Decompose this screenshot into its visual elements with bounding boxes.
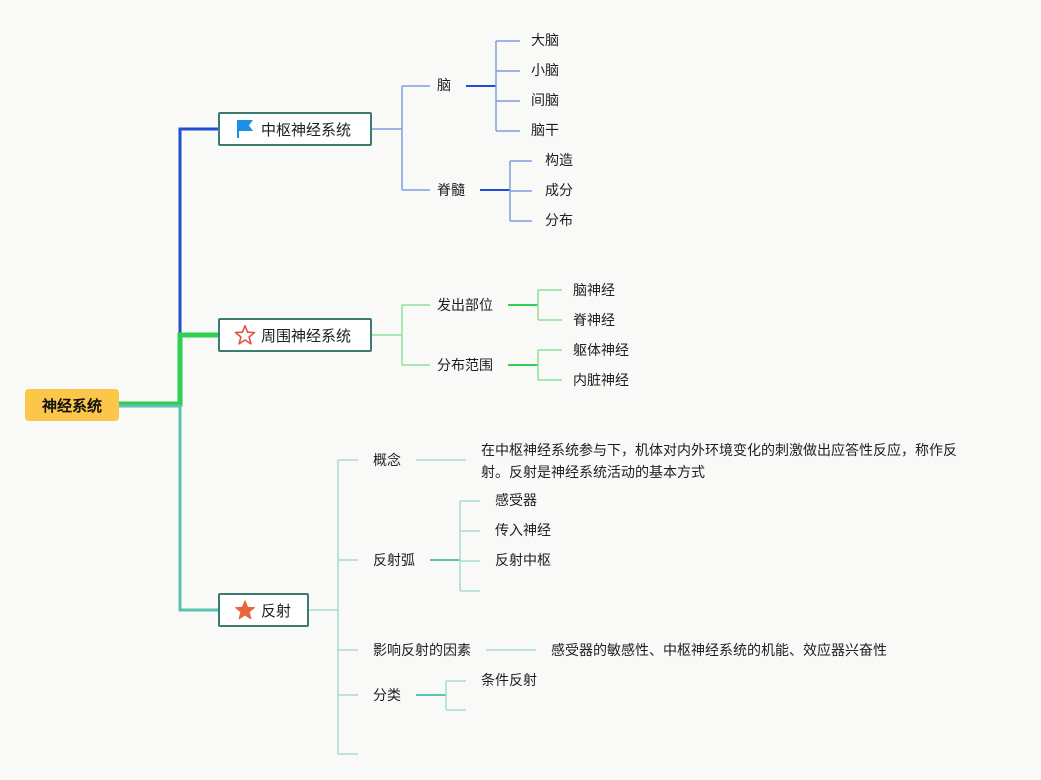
category-node[interactable]: 分类: [373, 688, 401, 704]
link-brain-children: [495, 40, 520, 132]
concept-node[interactable]: 概念: [373, 453, 401, 469]
peripheral-nervous-label: 周围神经系统: [261, 326, 352, 345]
brain-node[interactable]: 脑: [437, 78, 451, 94]
reflex-node[interactable]: 反射: [218, 593, 309, 627]
link-root-peripheral: [119, 332, 218, 407]
star-outline-icon: [234, 324, 256, 346]
concept-text[interactable]: 在中枢神经系统参与下，机体对内外环境变化的刺激做出应答性反应，称作反射。反射是神…: [481, 443, 957, 481]
link-category-children: [445, 680, 466, 711]
cerebellum-node[interactable]: 小脑: [531, 63, 559, 79]
flag-icon: [234, 118, 256, 140]
star-filled-icon: [234, 599, 256, 621]
link-range-children: [537, 349, 562, 381]
spinal-cord-node[interactable]: 脊髓: [437, 183, 465, 199]
afferent-nerve-node[interactable]: 传入神经: [495, 523, 551, 539]
root-label: 神经系统: [41, 396, 102, 415]
origin-node[interactable]: 发出部位: [437, 298, 493, 314]
link-origin-children: [537, 289, 562, 321]
central-nervous-node[interactable]: 中枢神经系统: [218, 112, 372, 146]
link-arc-children: [459, 500, 480, 592]
cranial-nerve-node[interactable]: 脑神经: [573, 283, 615, 299]
link-peripheral-children: [372, 304, 430, 366]
link-root-reflex: [119, 404, 218, 612]
link-reflex-children: [309, 459, 358, 755]
central-nervous-label: 中枢神经系统: [261, 120, 352, 139]
link-root-central: [119, 127, 218, 407]
receptor-node[interactable]: 感受器: [495, 493, 537, 509]
visceral-nerve-node[interactable]: 内脏神经: [573, 373, 629, 389]
composition-node[interactable]: 成分: [545, 183, 573, 199]
cerebrum-node[interactable]: 大脑: [531, 33, 559, 49]
structure-node[interactable]: 构造: [545, 153, 573, 169]
somatic-nerve-node[interactable]: 躯体神经: [573, 343, 629, 359]
reflex-center-node[interactable]: 反射中枢: [495, 553, 551, 569]
reflex-arc-node[interactable]: 反射弧: [373, 553, 415, 569]
root-node[interactable]: 神经系统: [25, 389, 119, 421]
factors-text[interactable]: 感受器的敏感性、中枢神经系统的机能、效应器兴奋性: [551, 643, 887, 659]
distribution-node[interactable]: 分布: [545, 213, 573, 229]
spinal-nerve-node[interactable]: 脊神经: [573, 313, 615, 329]
diencephalon-node[interactable]: 间脑: [531, 93, 559, 109]
peripheral-nervous-node[interactable]: 周围神经系统: [218, 318, 372, 352]
range-node[interactable]: 分布范围: [437, 358, 493, 374]
reflex-label: 反射: [261, 601, 292, 620]
factors-node[interactable]: 影响反射的因素: [373, 643, 471, 659]
link-spine-children: [509, 160, 532, 222]
conditioned-reflex-node[interactable]: 条件反射: [481, 673, 537, 689]
link-central-children: [372, 85, 430, 191]
brainstem-node[interactable]: 脑干: [531, 123, 559, 139]
